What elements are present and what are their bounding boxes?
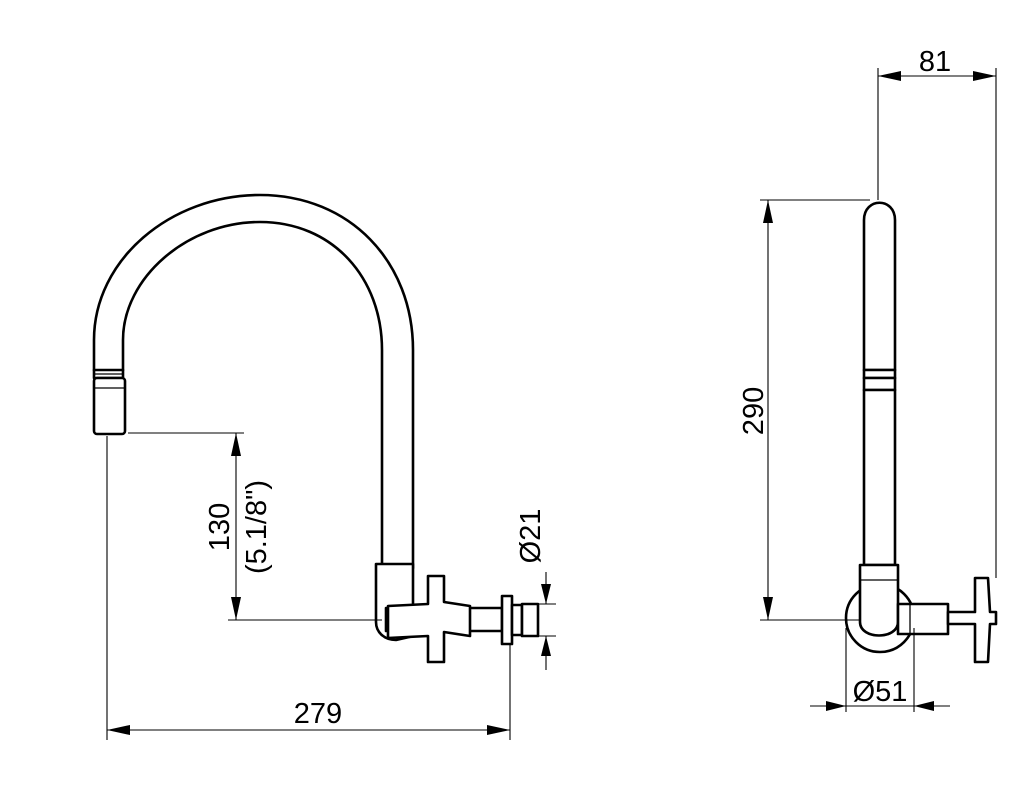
wall-connector [510,603,524,637]
dim-290-arrow-top [763,200,773,223]
aerator-nozzle [92,376,127,436]
spout-height-label: 130 [204,503,236,551]
pipe-diameter-label: Ø21 [515,509,547,564]
side-aerator-band [862,376,897,392]
wall-flange [500,594,514,646]
dim-d21-arrow-bottom [541,636,551,656]
dim-d51-arrow-left [826,701,846,711]
dim-279-arrow-left [107,725,130,735]
side-depth-label: 81 [919,46,951,78]
front-view: 130 (5.1/8") Ø21 279 [92,193,556,740]
dim-279-arrow-right [487,725,510,735]
total-reach-label: 279 [294,698,342,730]
dim-130-arrow-bottom [231,597,241,620]
total-height-label: 290 [738,387,770,435]
side-cross-handle [946,576,998,664]
dim-d51-arrow-right [914,701,934,711]
side-lower-tube [862,388,897,567]
spout-inner-contour [121,220,384,570]
side-spout-tube [862,201,897,372]
spout-outer-contour [92,193,415,570]
side-view: 81 290 Ø51 [738,46,998,712]
threaded-nipple [520,602,540,638]
dim-81-arrow-left [878,71,901,81]
spout-height-inches-label: (5.1/8") [241,480,273,574]
side-elbow-body [858,563,900,637]
flange-diameter-label: Ø51 [853,676,908,708]
side-valve-stem [896,602,950,636]
dim-290-arrow-bottom [763,597,773,620]
dim-d21-arrow-top [541,584,551,604]
dim-81-arrow-right [973,71,996,81]
dim-130-arrow-top [231,433,241,456]
cross-handle [386,574,472,664]
